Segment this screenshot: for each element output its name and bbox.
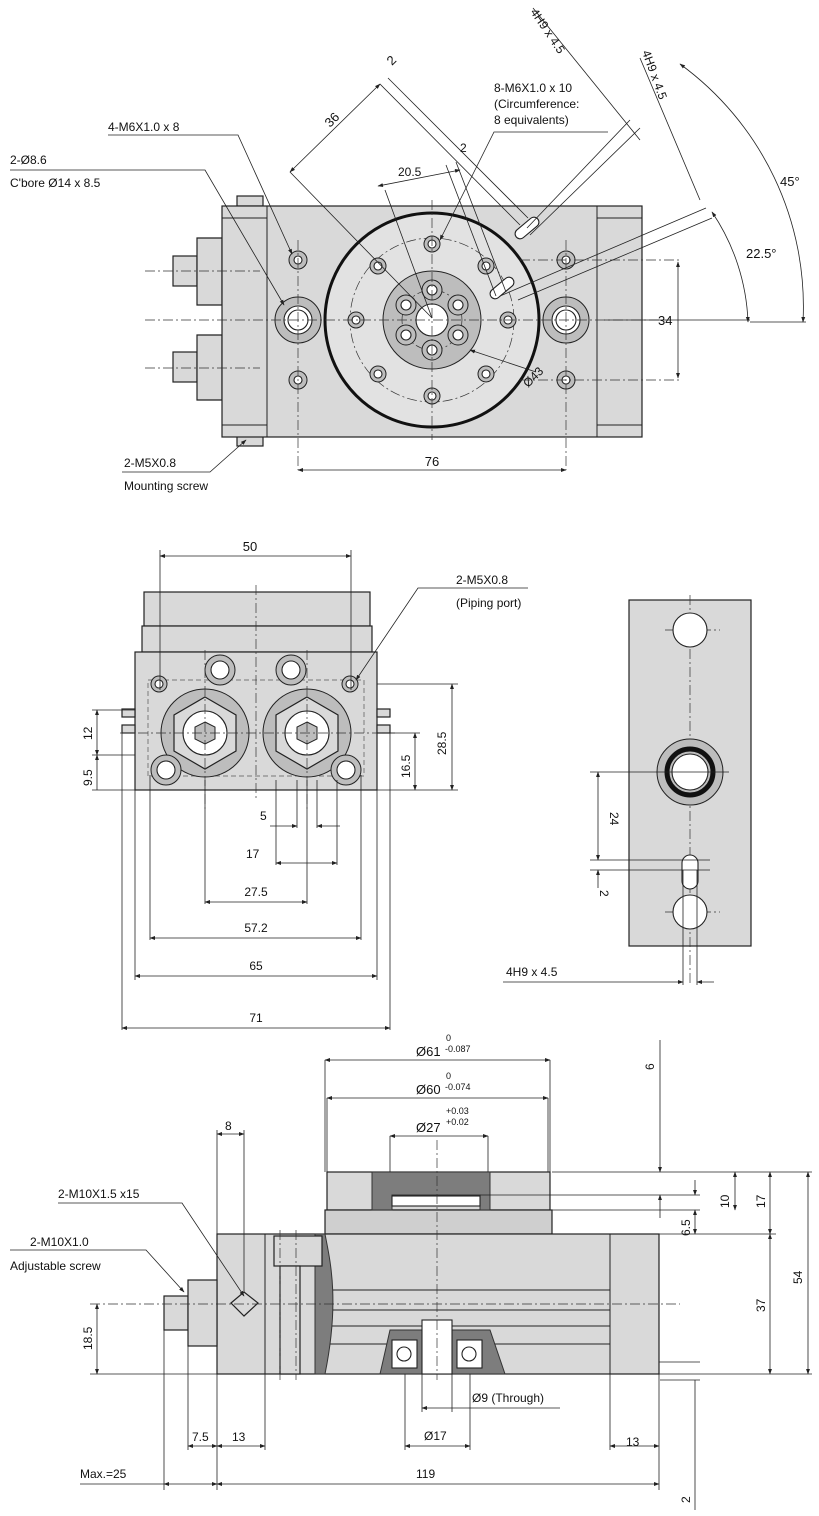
label-m10-line1: 2-M10X1.0: [30, 1235, 89, 1249]
dim-16-5: 16.5: [399, 754, 413, 778]
dim-2-a: 2: [384, 52, 400, 68]
label-4-m6: 4-M6X1.0 x 8: [108, 120, 180, 134]
dim-57-2: 57.2: [244, 921, 268, 935]
side-label-4h9: 4H9 x 4.5: [506, 965, 558, 979]
dim-2-b: 2: [460, 141, 467, 155]
dim-36: 36: [322, 109, 343, 130]
d60-tol-upper: 0: [446, 1071, 451, 1081]
dim-18-5: 18.5: [81, 1326, 95, 1350]
section-view: Ø61 0 -0.087 Ø60 0 -0.074 Ø27 +0.03 +0.0…: [10, 1033, 812, 1510]
dim-13-a: 13: [232, 1430, 246, 1444]
dim-13-b: 13: [626, 1435, 640, 1449]
label-m5-line1: 2-M5X0.8: [124, 456, 176, 470]
dim-9-5: 9.5: [81, 769, 95, 786]
dim-17: 17: [246, 847, 260, 861]
label-4h9-a: 4H9 x 4.5: [528, 6, 569, 57]
dim-28-5: 28.5: [435, 731, 449, 755]
side-dim-24: 24: [607, 812, 621, 826]
angle-22-5: 22.5°: [746, 246, 777, 261]
fitting-lower-hex: [196, 334, 223, 401]
dim-76: 76: [425, 454, 439, 469]
dim-54: 54: [791, 1270, 805, 1284]
d61: Ø61: [416, 1044, 441, 1059]
dim-8: 8: [225, 1119, 232, 1133]
front-view: 50 12 9.5 16.5 28.5 5 17 27.5 57.2 65 71…: [81, 539, 528, 1030]
dim-12: 12: [81, 726, 95, 740]
dim-6: 6: [643, 1063, 657, 1070]
dim-34: 34: [658, 313, 672, 328]
label-d9: Ø9 (Through): [472, 1391, 544, 1405]
dim-6-5: 6.5: [679, 1219, 693, 1236]
side-dim-2: 2: [597, 890, 611, 897]
label-4h9-b: 4H9 x 4.5: [639, 48, 670, 101]
label-piping-line2: (Piping port): [456, 596, 521, 610]
dim-20-5: 20.5: [398, 165, 422, 179]
dim-37: 37: [754, 1298, 768, 1312]
dim-17: 17: [754, 1194, 768, 1208]
dim-d17: Ø17: [424, 1429, 447, 1443]
label-8-m6-line2: (Circumference:: [494, 97, 579, 111]
dim-5: 5: [260, 809, 267, 823]
label-2-d86: 2-Ø8.6: [10, 153, 47, 167]
angle-45: 45°: [780, 174, 800, 189]
dim-2: 2: [679, 1496, 693, 1503]
label-m10x15: 2-M10X1.5 x15: [58, 1187, 140, 1201]
dim-7-5: 7.5: [192, 1430, 209, 1444]
circumference-holes: [347, 235, 517, 405]
label-cbore: C'bore Ø14 x 8.5: [10, 176, 101, 190]
top-view: 76 34 45° 22.5° 4H9 x 4.5 4H9 x 4.5 36 2…: [10, 6, 806, 493]
d27: Ø27: [416, 1120, 441, 1135]
side-view: 24 2 4H9 x 4.5: [503, 595, 752, 985]
dim-50: 50: [243, 539, 257, 554]
dim-max25: Max.=25: [80, 1467, 127, 1481]
label-8-m6-line1: 8-M6X1.0 x 10: [494, 81, 572, 95]
label-8-m6-line3: 8 equivalents): [494, 113, 569, 127]
dim-10: 10: [718, 1194, 732, 1208]
label-m10-line2: Adjustable screw: [10, 1259, 101, 1273]
fitting-upper-hex: [196, 237, 223, 306]
d27-tol-lower: +0.02: [446, 1117, 469, 1127]
dim-65: 65: [249, 959, 263, 973]
d60-tol-lower: -0.074: [445, 1082, 471, 1092]
dim-119: 119: [416, 1467, 435, 1481]
dim-71: 71: [249, 1011, 263, 1025]
label-m5-line2: Mounting screw: [124, 479, 208, 493]
d27-tol-upper: +0.03: [446, 1106, 469, 1116]
d61-tol-upper: 0: [446, 1033, 451, 1043]
fitting-lower: [172, 351, 198, 383]
d61-tol-lower: -0.087: [445, 1044, 471, 1054]
d60: Ø60: [416, 1082, 441, 1097]
label-piping-line1: 2-M5X0.8: [456, 573, 508, 587]
dim-27-5: 27.5: [244, 885, 268, 899]
